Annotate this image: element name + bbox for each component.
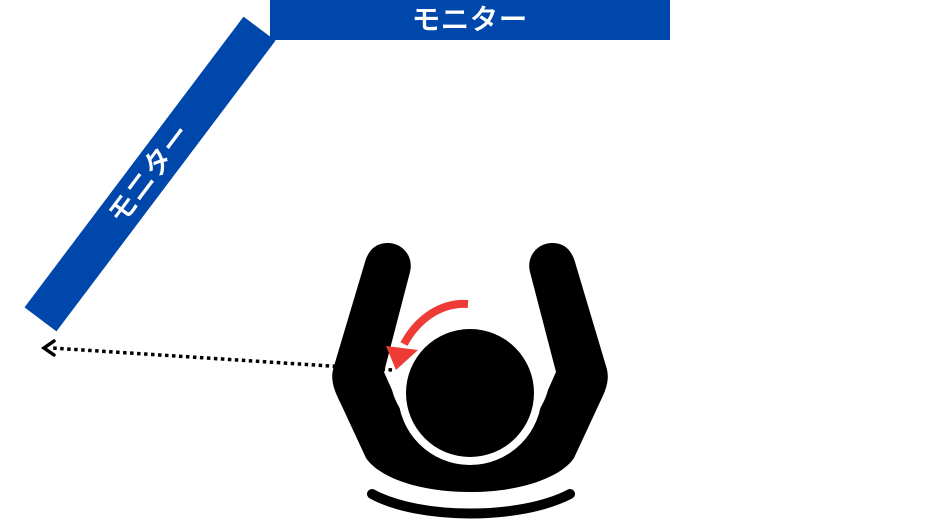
monitor-front: モニター — [270, 0, 670, 40]
monitor-front-label: モニター — [411, 3, 528, 36]
rotate-left-arrow-icon — [386, 299, 469, 370]
person-top-view-icon — [332, 243, 608, 519]
